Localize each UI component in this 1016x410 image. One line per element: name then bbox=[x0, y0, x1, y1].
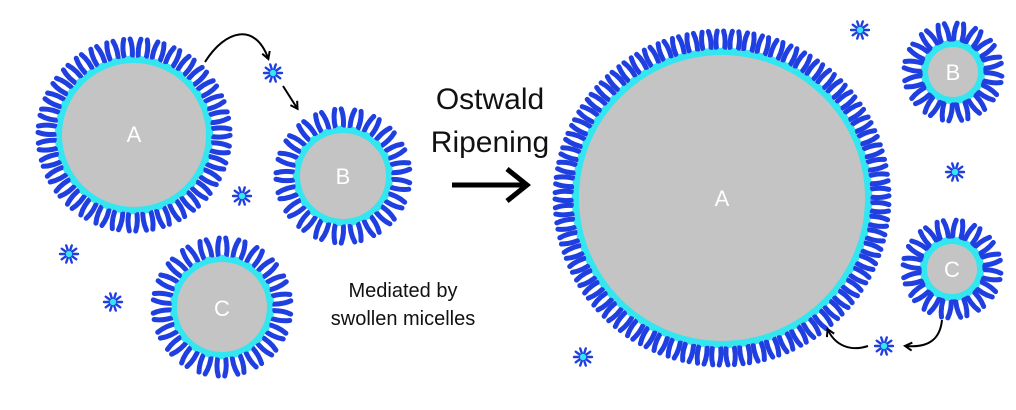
micelle-icon bbox=[231, 186, 253, 206]
micelle-icon bbox=[944, 162, 966, 182]
mediator-caption-line2: swollen micelles bbox=[331, 308, 476, 330]
droplet-c-after bbox=[900, 217, 1004, 321]
process-label-line2: Ripening bbox=[431, 126, 549, 159]
droplet-a-before-label: A bbox=[127, 122, 142, 147]
transfer-arrow-micelle-to-b bbox=[282, 85, 297, 108]
droplet-c-after-label: C bbox=[944, 257, 960, 282]
droplet-c-before-label: C bbox=[214, 296, 230, 321]
transfer-arrow-c-to-micelle bbox=[906, 319, 943, 346]
swollen-micelles bbox=[58, 20, 966, 367]
droplet-b-after-label: B bbox=[946, 60, 961, 85]
process-label-line1: Ostwald bbox=[436, 83, 544, 116]
micelle-icon bbox=[58, 244, 80, 264]
droplet-a-before bbox=[35, 36, 233, 234]
micelle-icon bbox=[849, 20, 871, 40]
droplet-b-after bbox=[901, 20, 1005, 124]
micelle-icon bbox=[262, 63, 284, 83]
micelle-icon bbox=[873, 336, 895, 356]
droplet-a-after bbox=[552, 28, 892, 368]
mediator-caption-line1: Mediated by bbox=[349, 280, 458, 302]
droplet-b-before-label: B bbox=[336, 164, 351, 189]
process-arrow bbox=[452, 167, 532, 203]
micelle-icon bbox=[102, 292, 124, 312]
transfer-arrow-a-to-micelle bbox=[204, 33, 268, 63]
micelle-icon bbox=[572, 347, 594, 367]
droplet-c-before bbox=[150, 235, 294, 379]
droplet-b-before bbox=[273, 106, 413, 246]
transfer-arrow-micelle-to-a bbox=[828, 330, 869, 350]
droplet-a-after-label: A bbox=[715, 186, 730, 211]
